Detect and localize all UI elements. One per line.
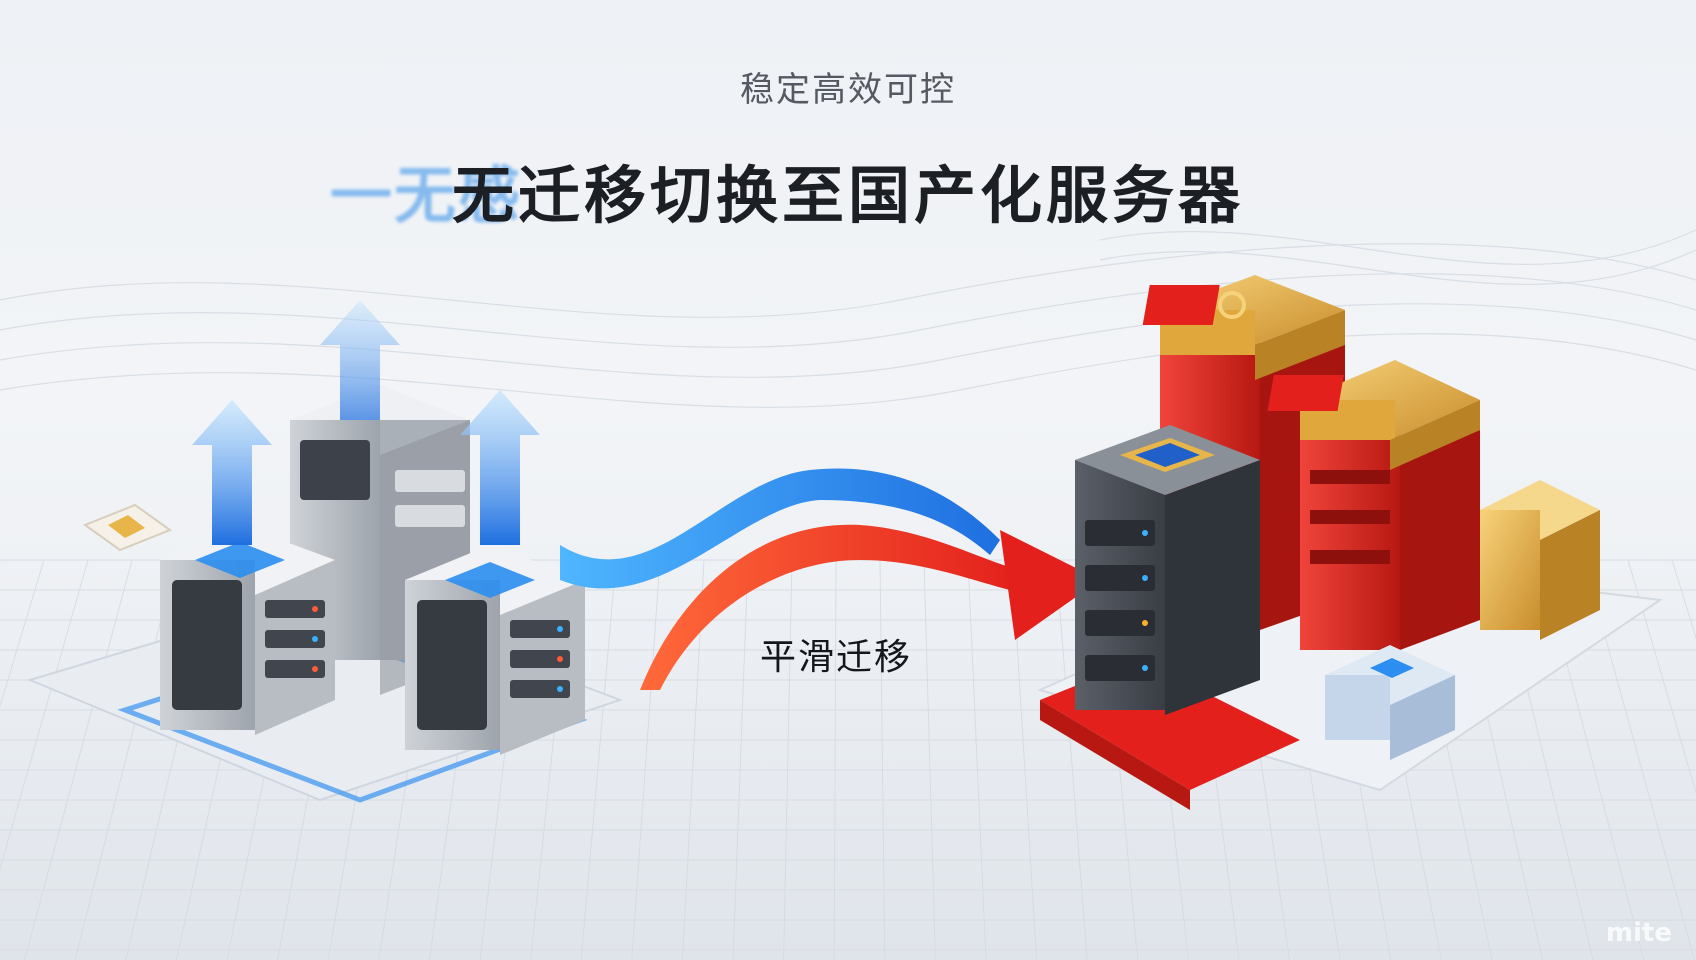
headline: 无迁移切换至国产化服务器 [451,159,1244,232]
upload-arrow-icon [192,300,540,545]
blue-chip-cube-icon [1325,645,1455,760]
domestic-server-cluster [1037,275,1663,810]
migration-ribbon-arrow [560,468,1100,690]
domestic-server-main-stack [1075,425,1260,715]
headline-ghost-text: 一无感 [330,159,523,232]
gold-tile-icon [82,503,173,552]
chip-logo-icon [1218,291,1246,319]
domestic-server-gold-box [1480,480,1600,640]
chip-badge-icon [1267,375,1344,411]
legacy-server-right [405,545,585,755]
migrate-label: 平滑迁移 [760,637,913,678]
legacy-server-left [160,525,335,735]
cpu-chip-icon [1135,443,1200,467]
legacy-server-cluster [27,300,623,803]
watermark: mite [1605,918,1672,948]
domestic-server-red-tower-front [1267,360,1480,650]
subtitle: 稳定高效可控 [740,70,956,110]
